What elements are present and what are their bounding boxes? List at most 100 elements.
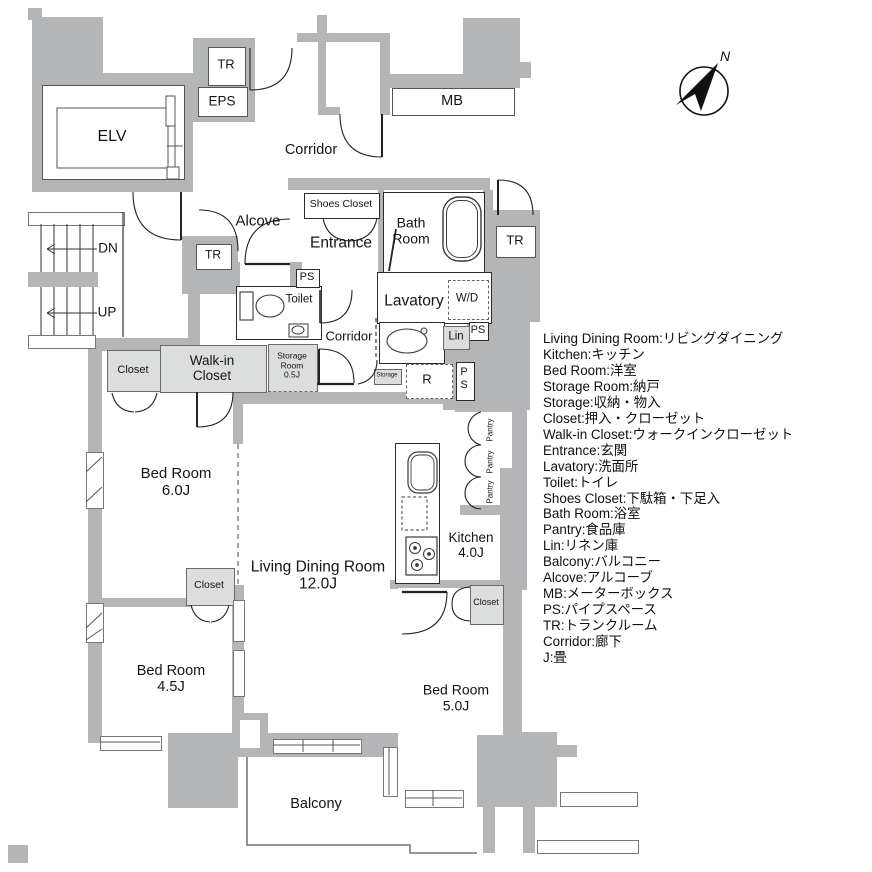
- legend-item: Lavatory:洗面所: [543, 458, 639, 474]
- ps-box-vertical: [456, 362, 475, 401]
- label-bathroom-line1: Bath: [396, 214, 426, 231]
- label-refrigerator: R: [422, 371, 432, 387]
- wall-segment: [557, 745, 577, 757]
- closet-box: [107, 350, 161, 392]
- walkin-closet-box: [160, 345, 267, 393]
- label-eps: EPS: [208, 93, 236, 109]
- wall-segment: [233, 392, 243, 444]
- label-stairs-down: DN: [98, 240, 118, 256]
- label-corridor-inner: Corridor: [325, 328, 373, 344]
- wall-segment: [378, 190, 384, 274]
- wall-segment: [168, 733, 238, 808]
- wall-segment: [503, 585, 522, 743]
- door-arc: [339, 113, 383, 158]
- legend-item: Alcove:アルコーブ: [543, 570, 653, 586]
- legend-item: Storage Room:納戸: [543, 378, 660, 394]
- label-bedroom45-line2: 4.5J: [157, 679, 185, 695]
- closet-door-arc: [190, 604, 211, 623]
- label-meter-box: MB: [441, 92, 463, 109]
- label-balcony: Balcony: [290, 795, 342, 812]
- door-arc: [132, 191, 182, 241]
- label-linen: Lin: [448, 330, 464, 343]
- wall-segment: [463, 18, 520, 88]
- label-bedroom6-line1: Bed Room: [140, 465, 212, 483]
- label-toilet: Toilet: [285, 293, 313, 306]
- room-trunk-right: [496, 226, 536, 258]
- pillar: [477, 732, 557, 807]
- window: [405, 790, 464, 808]
- label-ld-line2: 12.0J: [299, 576, 337, 593]
- closet-box: [470, 585, 504, 625]
- balcony-step: [240, 720, 260, 748]
- room-meter-box: [392, 88, 515, 116]
- room-eps: [198, 87, 248, 117]
- label-closet: Closet: [117, 363, 149, 376]
- label-ps: PS: [470, 323, 486, 336]
- legend-item: Entrance:玄関: [543, 442, 628, 458]
- stair-landing: [28, 335, 96, 349]
- label-ps: PS: [299, 270, 315, 283]
- window: [86, 603, 104, 643]
- legend-item: PS:パイプスペース: [543, 602, 657, 618]
- legend-item: J:畳: [543, 650, 567, 666]
- door-arc: [196, 391, 234, 428]
- label-closet: Closet: [473, 596, 499, 607]
- wall-segment: [390, 580, 507, 589]
- lavatory-counter: [379, 322, 445, 364]
- refrigerator-box: [406, 364, 453, 399]
- wall-segment: [88, 347, 102, 743]
- closet-box: [186, 568, 235, 606]
- label-trunk-top: TR: [217, 56, 235, 72]
- legend-item: Storage:収納・物入: [543, 394, 661, 410]
- label-corridor-top: Corridor: [284, 141, 338, 158]
- label-trunk-right: TR: [506, 232, 524, 248]
- label-bathroom-line2: Room: [392, 230, 430, 246]
- balcony-rail: [537, 840, 639, 854]
- storage-room-box: [268, 344, 318, 392]
- wall-segment: [326, 107, 340, 115]
- legend-item: Kitchen:キッチン: [543, 346, 645, 362]
- door-arc: [319, 289, 353, 324]
- wall-segment: [318, 42, 327, 115]
- legend-item: MB:メーターボックス: [543, 586, 674, 602]
- closet-door-arc: [134, 392, 158, 413]
- shoes-closet-box: [304, 193, 380, 219]
- kitchen-counter: [395, 443, 440, 584]
- window: [86, 452, 104, 509]
- label-alcove: Alcove: [235, 212, 281, 230]
- label-storage-room-line2: Room: [280, 360, 304, 371]
- label-storage-tiny: Storage: [376, 372, 398, 379]
- room-corridor-top: [326, 42, 380, 107]
- legend-item: Closet:押入・クローゼット: [543, 410, 706, 426]
- label-elevator: ELV: [97, 128, 127, 146]
- closet-door-arc: [111, 392, 135, 413]
- closet-door-arc: [210, 604, 230, 623]
- legend-item: Balcony:バルコニー: [543, 554, 662, 570]
- wall-segment: [517, 62, 531, 78]
- pantry-door-arc: [467, 411, 482, 446]
- label-kitchen-line1: Kitchen: [448, 529, 494, 545]
- label-pantry: Pantry: [485, 450, 495, 474]
- compass-north-icon: N: [676, 48, 731, 116]
- label-lavatory: Lavatory: [384, 292, 444, 310]
- label-bedroom5-line1: Bed Room: [422, 681, 490, 698]
- legend-item: Walk-in Closet:ウォークインクローゼット: [543, 426, 794, 442]
- pillar-leg: [523, 807, 535, 853]
- label-pantry: Pantry: [485, 480, 495, 504]
- window: [100, 736, 162, 751]
- pillar-leg: [483, 807, 495, 853]
- legend-item: TR:トランクルーム: [543, 618, 658, 634]
- window: [233, 650, 245, 697]
- stair-landing: [28, 212, 125, 226]
- legend-item: Bed Room:洋室: [543, 362, 637, 378]
- door-arc: [318, 348, 355, 384]
- compass-n-label: N: [720, 48, 731, 64]
- wall-segment: [243, 392, 455, 404]
